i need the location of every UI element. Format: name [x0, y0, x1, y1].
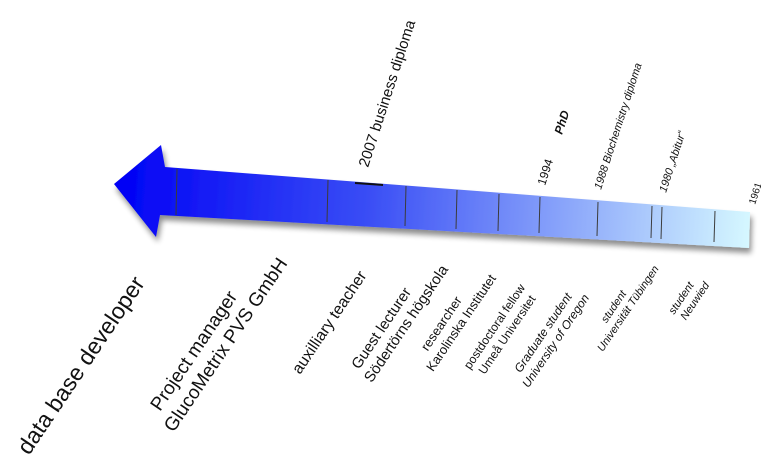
divider-2 — [326, 179, 329, 223]
divider-1 — [175, 168, 178, 216]
labels-above: 2007 business diploma 1994 PhD 1988 Bioc… — [356, 17, 761, 205]
divider-4 — [455, 189, 458, 230]
divider-7 — [596, 201, 599, 237]
label-project-manager: Project manager GlucoMetrix PVS GmbH — [141, 242, 292, 436]
label-1994: 1994 — [535, 157, 557, 187]
period-dividers — [175, 168, 716, 243]
divider-6 — [538, 196, 541, 234]
label-phd: PhD — [552, 108, 573, 135]
label-student-tuebingen: student Universität Tübingen — [585, 256, 662, 354]
label-2007: 2007 business diploma — [356, 17, 420, 169]
label-1961: 1961 — [747, 181, 761, 206]
divider-3 — [404, 185, 407, 227]
labels-below: data base developer Project manager Gluc… — [12, 242, 713, 459]
timeline-arrow — [114, 145, 750, 248]
label-database-developer-line1: data base developer — [12, 271, 150, 459]
divider-10 — [713, 210, 716, 243]
divider-5 — [497, 193, 500, 232]
label-project-manager-line2: GlucoMetrix PVS GmbH — [160, 254, 292, 436]
divider-9 — [660, 206, 663, 240]
label-1980: 1980 „Abitur“ — [657, 128, 688, 193]
marker-2007 — [354, 182, 384, 186]
label-database-developer: data base developer — [12, 271, 150, 459]
label-1988: 1988 Biochemistry diploma — [592, 62, 644, 191]
divider-8 — [650, 205, 653, 239]
label-student-neuwied: student Neuwied — [667, 272, 713, 324]
